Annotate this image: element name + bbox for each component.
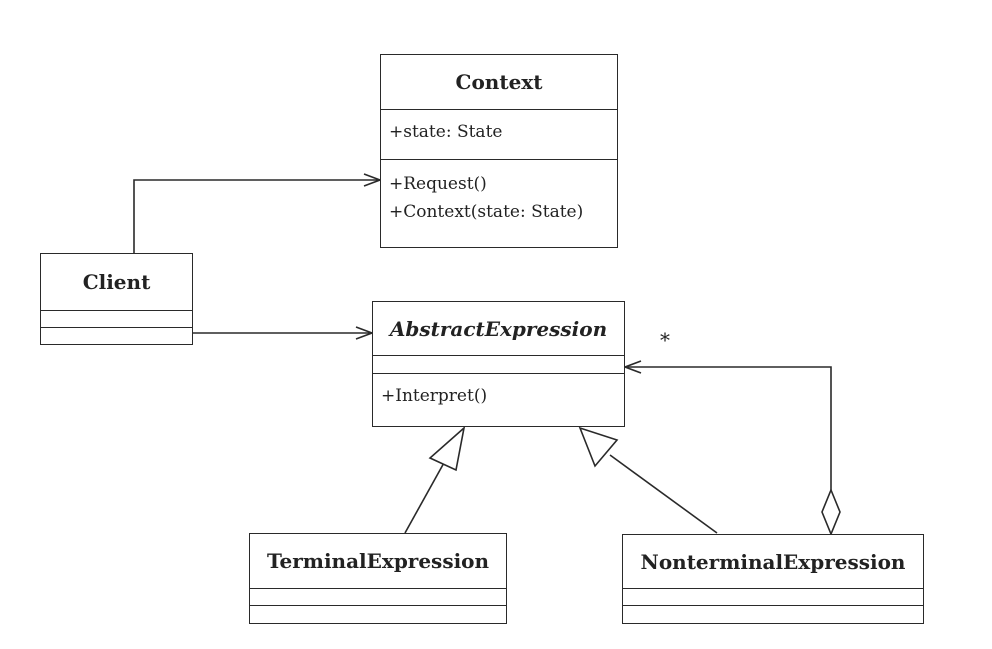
- generalization-terminal-line: [404, 451, 451, 534]
- attributes-section: +state: State: [381, 110, 617, 160]
- attributes-section: [41, 311, 192, 328]
- operation: +Interpret(): [381, 386, 488, 406]
- class-context: Context +state: State +Request() +Contex…: [380, 54, 618, 248]
- class-name: AbstractExpression: [373, 302, 624, 356]
- association-client-context: [133, 180, 380, 253]
- operations-section: +Request() +Context(state: State): [381, 160, 617, 230]
- class-name: NonterminalExpression: [623, 535, 923, 589]
- attribute: +state: State: [389, 122, 503, 142]
- attributes-section: [623, 589, 923, 606]
- aggregation-line: [625, 367, 832, 490]
- attributes-section: [373, 356, 624, 374]
- class-terminal-expression: TerminalExpression: [249, 533, 507, 624]
- class-name: Client: [41, 254, 192, 311]
- aggregation-diamond: [821, 487, 841, 537]
- operation: +Request(): [389, 174, 487, 194]
- class-name: Context: [381, 55, 617, 110]
- operations-section: +Interpret(): [373, 374, 624, 414]
- operation: +Context(state: State): [389, 202, 584, 222]
- class-nonterminal-expression: NonterminalExpression: [622, 534, 924, 624]
- attributes-section: [250, 589, 506, 606]
- generalization-nonterminal-triangle: [578, 426, 619, 468]
- class-abstract-expression: AbstractExpression +Interpret(): [372, 301, 625, 427]
- multiplicity-label: *: [660, 328, 670, 352]
- generalization-nonterminal-line: [609, 454, 718, 534]
- class-name: TerminalExpression: [250, 534, 506, 589]
- class-client: Client: [40, 253, 193, 345]
- generalization-terminal-triangle: [428, 425, 466, 472]
